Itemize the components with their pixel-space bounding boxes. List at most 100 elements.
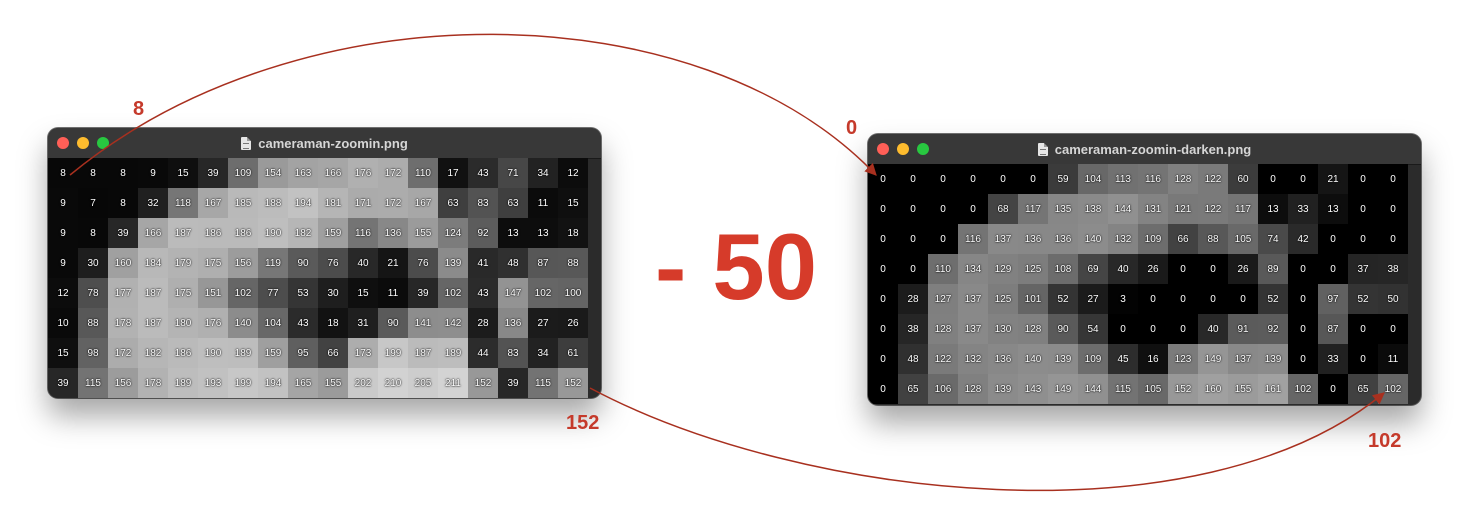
pixel-cell: 15 xyxy=(348,278,378,308)
pixel-cell: 33 xyxy=(1288,194,1318,224)
pixel-cell: 116 xyxy=(1138,164,1168,194)
document-icon xyxy=(1037,142,1048,156)
pixel-cell: 90 xyxy=(288,248,318,278)
pixel-cell: 44 xyxy=(468,338,498,368)
close-button[interactable] xyxy=(57,137,69,149)
pixel-cell: 194 xyxy=(258,368,288,398)
pixel-cell: 88 xyxy=(558,248,588,278)
pixel-cell: 199 xyxy=(228,368,258,398)
pixel-cell: 59 xyxy=(1048,164,1078,194)
zoom-button[interactable] xyxy=(917,143,929,155)
pixel-cell: 176 xyxy=(198,308,228,338)
pixel-cell: 0 xyxy=(928,164,958,194)
pixel-cell: 155 xyxy=(408,218,438,248)
pixel-cell: 0 xyxy=(1288,164,1318,194)
pixel-cell: 180 xyxy=(168,308,198,338)
pixel-cell: 166 xyxy=(138,218,168,248)
pixel-cell: 18 xyxy=(558,218,588,248)
pixel-cell: 0 xyxy=(1228,284,1258,314)
minimize-button[interactable] xyxy=(77,137,89,149)
pixel-cell: 115 xyxy=(528,368,558,398)
pixel-cell: 15 xyxy=(558,188,588,218)
pixel-cell: 40 xyxy=(1108,254,1138,284)
pixel-cell: 41 xyxy=(468,248,498,278)
pixel-cell: 8 xyxy=(78,158,108,188)
bottom-mapping-arrow xyxy=(589,387,1385,492)
pixel-cell: 0 xyxy=(1348,314,1378,344)
pixel-cell: 30 xyxy=(318,278,348,308)
pixel-cell: 144 xyxy=(1078,374,1108,404)
pixel-cell: 167 xyxy=(408,188,438,218)
pixel-cell: 38 xyxy=(898,314,928,344)
target-first-value-label: 0 xyxy=(846,117,858,139)
pixel-cell: 12 xyxy=(48,278,78,308)
pixel-cell: 104 xyxy=(258,308,288,338)
pixel-cell: 142 xyxy=(438,308,468,338)
window-title: cameraman-zoomin-darken.png xyxy=(1054,141,1252,157)
pixel-cell: 90 xyxy=(378,308,408,338)
pixel-cell: 0 xyxy=(868,344,898,374)
pixel-cell: 9 xyxy=(48,248,78,278)
pixel-cell: 139 xyxy=(1258,344,1288,374)
pixel-cell: 39 xyxy=(48,368,78,398)
pixel-cell: 52 xyxy=(1258,284,1288,314)
pixel-cell: 8 xyxy=(108,188,138,218)
pixel-cell: 186 xyxy=(198,218,228,248)
pixel-cell: 184 xyxy=(138,248,168,278)
pixel-cell: 187 xyxy=(138,308,168,338)
pixel-cell: 0 xyxy=(958,164,988,194)
pixel-cell: 45 xyxy=(1108,344,1138,374)
pixel-cell: 152 xyxy=(468,368,498,398)
pixel-cell: 137 xyxy=(988,224,1018,254)
pixel-cell: 0 xyxy=(868,194,898,224)
pixel-cell: 199 xyxy=(378,338,408,368)
pixel-cell: 129 xyxy=(988,254,1018,284)
zoom-button[interactable] xyxy=(97,137,109,149)
pixel-cell: 48 xyxy=(498,248,528,278)
pixel-cell: 165 xyxy=(288,368,318,398)
pixel-cell: 39 xyxy=(408,278,438,308)
pixel-cell: 37 xyxy=(1348,254,1378,284)
pixel-cell: 177 xyxy=(108,278,138,308)
pixel-cell: 33 xyxy=(1318,344,1348,374)
pixel-cell: 0 xyxy=(1138,314,1168,344)
pixel-cell: 66 xyxy=(318,338,348,368)
titlebar: cameraman-zoomin-darken.png xyxy=(868,134,1421,165)
pixel-cell: 15 xyxy=(168,158,198,188)
pixel-cell: 43 xyxy=(288,308,318,338)
pixel-cell: 105 xyxy=(1138,374,1168,404)
close-button[interactable] xyxy=(877,143,889,155)
pixel-cell: 182 xyxy=(288,218,318,248)
pixel-cell: 60 xyxy=(1228,164,1258,194)
pixel-cell: 0 xyxy=(868,374,898,404)
pixel-cell: 160 xyxy=(1198,374,1228,404)
pixel-cell: 0 xyxy=(928,194,958,224)
pixel-cell: 9 xyxy=(48,188,78,218)
pixel-cell: 83 xyxy=(468,188,498,218)
pixel-cell: 38 xyxy=(1378,254,1408,284)
pixel-cell: 135 xyxy=(1048,194,1078,224)
pixel-cell: 13 xyxy=(498,218,528,248)
pixel-cell: 115 xyxy=(78,368,108,398)
pixel-cell: 130 xyxy=(988,314,1018,344)
pixel-cell: 186 xyxy=(228,218,258,248)
pixel-cell: 110 xyxy=(408,158,438,188)
pixel-cell: 28 xyxy=(898,284,928,314)
pixel-cell: 0 xyxy=(1288,254,1318,284)
pixel-cell: 189 xyxy=(228,338,258,368)
pixel-cell: 13 xyxy=(1258,194,1288,224)
pixel-cell: 202 xyxy=(348,368,378,398)
pixel-cell: 0 xyxy=(1138,284,1168,314)
pixel-cell: 87 xyxy=(528,248,558,278)
pixel-cell: 128 xyxy=(958,374,988,404)
pixel-cell: 0 xyxy=(1348,194,1378,224)
pixel-cell: 211 xyxy=(438,368,468,398)
pixel-cell: 100 xyxy=(558,278,588,308)
pixel-cell: 117 xyxy=(1228,194,1258,224)
minimize-button[interactable] xyxy=(897,143,909,155)
pixel-cell: 43 xyxy=(468,278,498,308)
pixel-cell: 89 xyxy=(1258,254,1288,284)
